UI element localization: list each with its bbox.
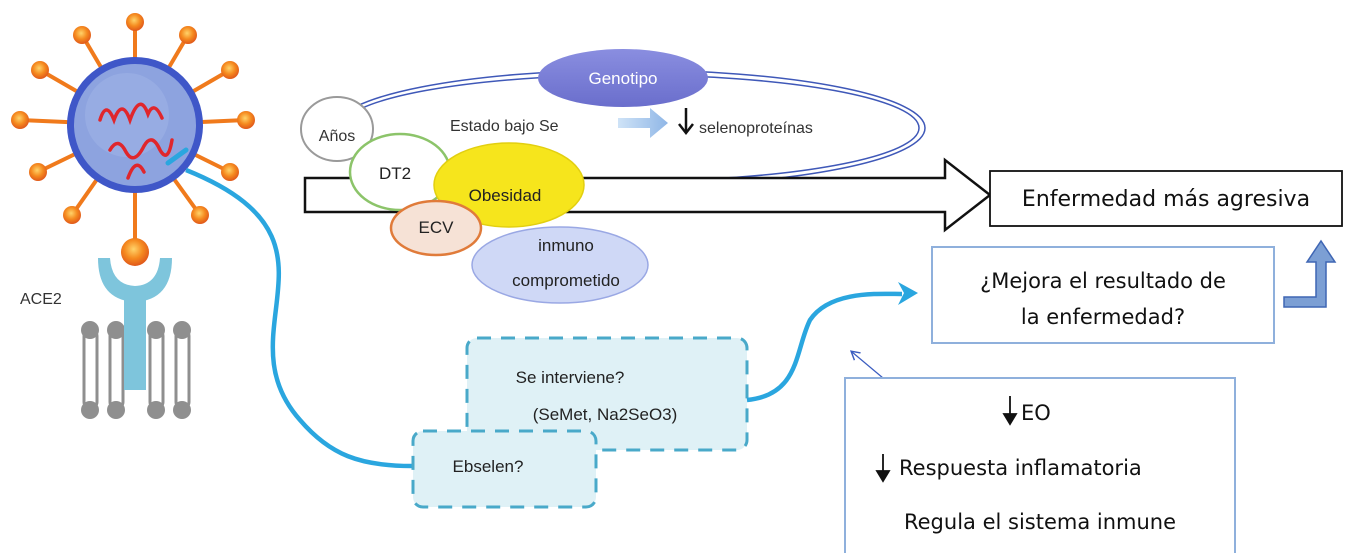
thin-arrow [852, 352, 884, 379]
blue-curve-virus-to-ebselen [185, 167, 413, 469]
improve-line1: ¿Mejora el resultado de [980, 269, 1226, 293]
immuno-label-line1: inmuno [538, 236, 594, 255]
age-label: Años [319, 128, 355, 145]
virus-rna-strand [98, 102, 174, 180]
ebselen-box [411, 429, 598, 509]
low-se-arrow [618, 108, 668, 138]
obesity-label: Obesidad [469, 186, 542, 205]
diabetes-label: DT2 [379, 164, 411, 183]
blue-curve-to-improve [746, 291, 903, 403]
obesity-ellipse [433, 142, 585, 228]
bent-up-arrow-icon [1283, 239, 1337, 308]
genotype-ellipse [538, 49, 708, 107]
immuno-ellipse [471, 226, 649, 304]
cvd-label: ECV [419, 218, 455, 237]
immune-label: Regula el sistema inmune [904, 510, 1176, 534]
low-se-label: Estado bajo Se [450, 118, 559, 135]
down-arrow-inflammation-icon [875, 454, 891, 483]
cvd-ellipse [389, 199, 483, 257]
membrane-proteins [81, 321, 191, 419]
intervention-line1: Se interviene? [516, 368, 625, 387]
selenoproteins-label: selenoproteínas [699, 120, 813, 137]
outcome-box [989, 170, 1343, 227]
ebselen-label: Ebselen? [453, 457, 524, 476]
spike-tips [11, 13, 255, 266]
down-arrow-icon [678, 108, 694, 136]
immuno-label-line2: comprometido [512, 271, 620, 290]
inflammation-label: Respuesta inflamatoria [899, 456, 1142, 480]
eo-label: EO [1021, 401, 1051, 425]
ace2-label: ACE2 [20, 291, 62, 308]
effects-box [844, 377, 1236, 553]
curve-arrowhead-icon [898, 282, 918, 305]
ace2-receptor-shape [98, 258, 172, 390]
improve-box [931, 246, 1275, 344]
virus-body [67, 57, 203, 193]
outcome-label: Enfermedad más agresiva [1022, 187, 1310, 212]
intervention-box [465, 336, 749, 452]
intervention-line2: (SeMet, Na2SeO3) [533, 405, 678, 424]
improve-line2: la enfermedad? [1021, 305, 1185, 329]
age-ellipse [300, 96, 374, 162]
genotype-label: Genotipo [589, 69, 658, 88]
down-arrow-eo-icon [1002, 396, 1018, 426]
